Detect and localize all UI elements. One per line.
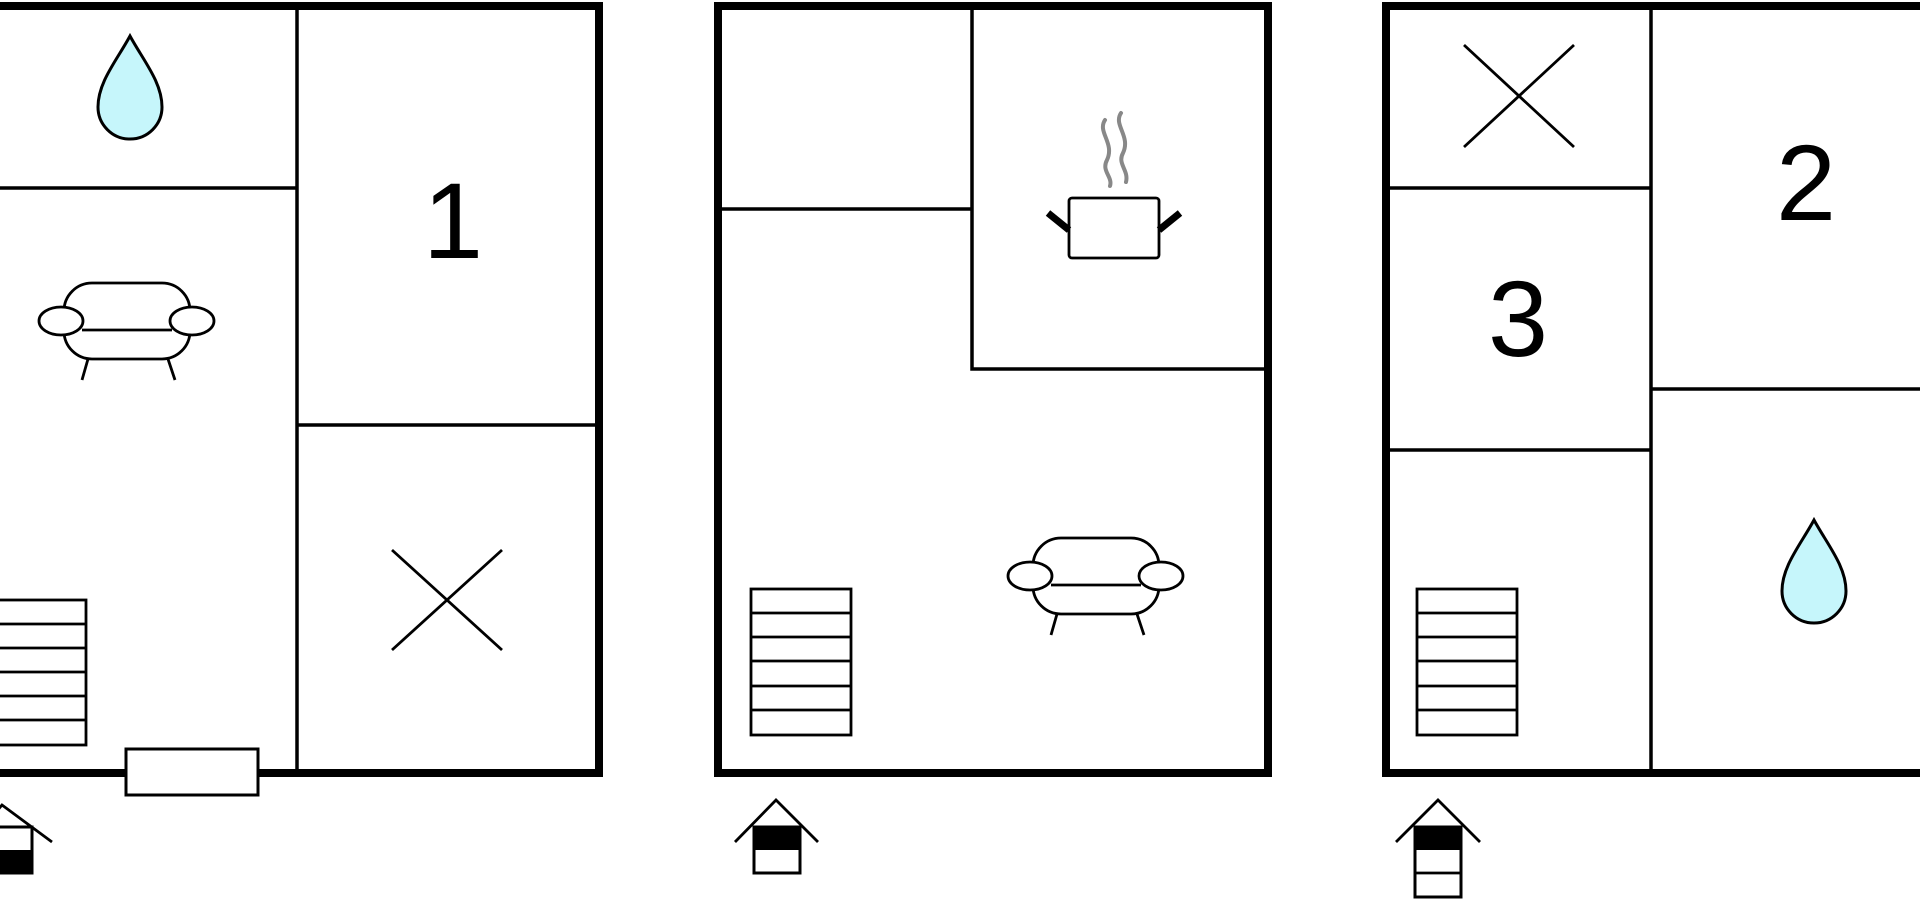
- floor-level-icon: [1395, 798, 1481, 899]
- floor-level-icon: [733, 798, 819, 875]
- stairs-icon: [0, 598, 88, 747]
- floor-2-outer-wall: [714, 2, 1272, 777]
- room-number-3: 3: [1488, 258, 1548, 379]
- floor-plan-2: [714, 2, 1272, 875]
- sofa-icon: [37, 281, 216, 381]
- entrance-door: [124, 747, 260, 797]
- sofa-icon: [1006, 536, 1185, 636]
- floor-2-kitchen-wall: [970, 6, 1268, 371]
- water-drop-icon: [1780, 516, 1848, 625]
- room-number-1: 1: [423, 160, 483, 281]
- floor-plan-1: 1: [0, 2, 603, 875]
- stairs-icon: [1415, 587, 1519, 737]
- floor-level-icon: [0, 803, 53, 875]
- floor-plan-3: 3 2: [1382, 2, 1920, 899]
- cooking-pot-icon: [1045, 111, 1183, 260]
- bedroom-cross-icon: [391, 548, 503, 652]
- bedroom-cross-icon: [1463, 43, 1575, 149]
- floor-3-outer-wall: [1382, 2, 1920, 777]
- water-drop-icon: [96, 32, 164, 141]
- floor-1-outer-wall: [0, 2, 603, 777]
- room-number-2: 2: [1776, 122, 1836, 243]
- stairs-icon: [749, 587, 853, 737]
